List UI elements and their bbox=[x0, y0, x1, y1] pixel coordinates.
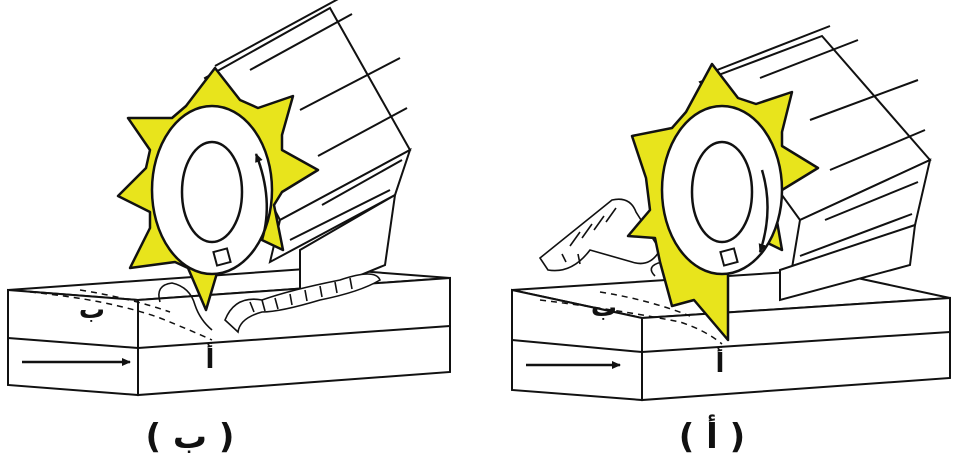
arrow-counterclockwise-up-icon bbox=[254, 153, 269, 241]
panel-right: ب أ ( أ ) bbox=[511, 25, 951, 457]
point-b-label-right: ب bbox=[591, 293, 617, 323]
arrow-clockwise-down-icon bbox=[758, 169, 769, 253]
panel-left: ب أ ( ب ) bbox=[7, 0, 451, 457]
chip-left bbox=[158, 273, 382, 334]
workpiece-block-right bbox=[511, 268, 951, 402]
caption-left: ( ب ) bbox=[146, 417, 235, 457]
cutter-face-right bbox=[626, 62, 820, 342]
point-a-label-right: أ bbox=[716, 346, 725, 379]
cutter-body-right bbox=[698, 25, 932, 302]
cutter-face-left bbox=[116, 66, 320, 312]
caption-right: ( أ ) bbox=[679, 414, 745, 457]
workpiece-block-left bbox=[7, 266, 451, 397]
point-a-label-left: أ bbox=[206, 342, 215, 375]
cutter-body-left bbox=[203, 0, 412, 302]
point-b-label-left: ب bbox=[79, 295, 105, 325]
cut-path-left bbox=[29, 291, 213, 341]
